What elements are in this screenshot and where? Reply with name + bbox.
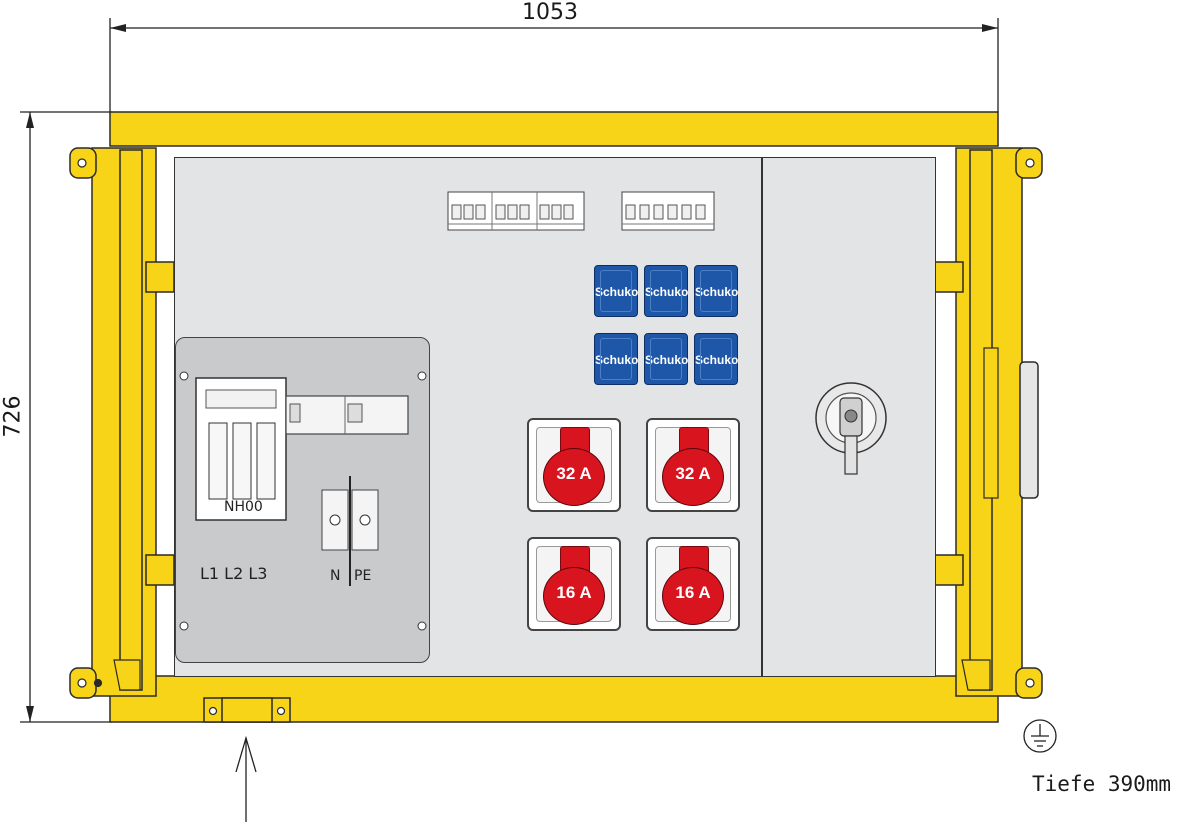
depth-label: Tiefe 390mm [1032,772,1172,796]
width-dimension-label: 1053 [522,0,578,25]
earth-terminal-label: PE [354,568,372,584]
cee-rating-label: 32 A [556,464,592,483]
schuko-socket: Schuko [594,265,638,317]
schuko-socket: Schuko [644,333,688,385]
fuse-switch-label: NH00 [224,499,263,515]
schuko-socket: Schuko [694,265,738,317]
earth-ground-icon [1023,719,1057,753]
cee-socket: 32 A [646,418,740,512]
cee-rating-label: 16 A [556,583,592,602]
cee-rating-label: 16 A [675,583,711,602]
schuko-socket: Schuko [594,333,638,385]
schuko-socket: Schuko [644,265,688,317]
cee-socket: 32 A [527,418,621,512]
cee-socket: 16 A [646,537,740,631]
cee-rating-label: 32 A [675,464,711,483]
neutral-terminal-label: N [330,568,341,584]
schuko-socket: Schuko [694,333,738,385]
cee-socket: 16 A [527,537,621,631]
phase-labels: L1 L2 L3 [200,564,268,583]
